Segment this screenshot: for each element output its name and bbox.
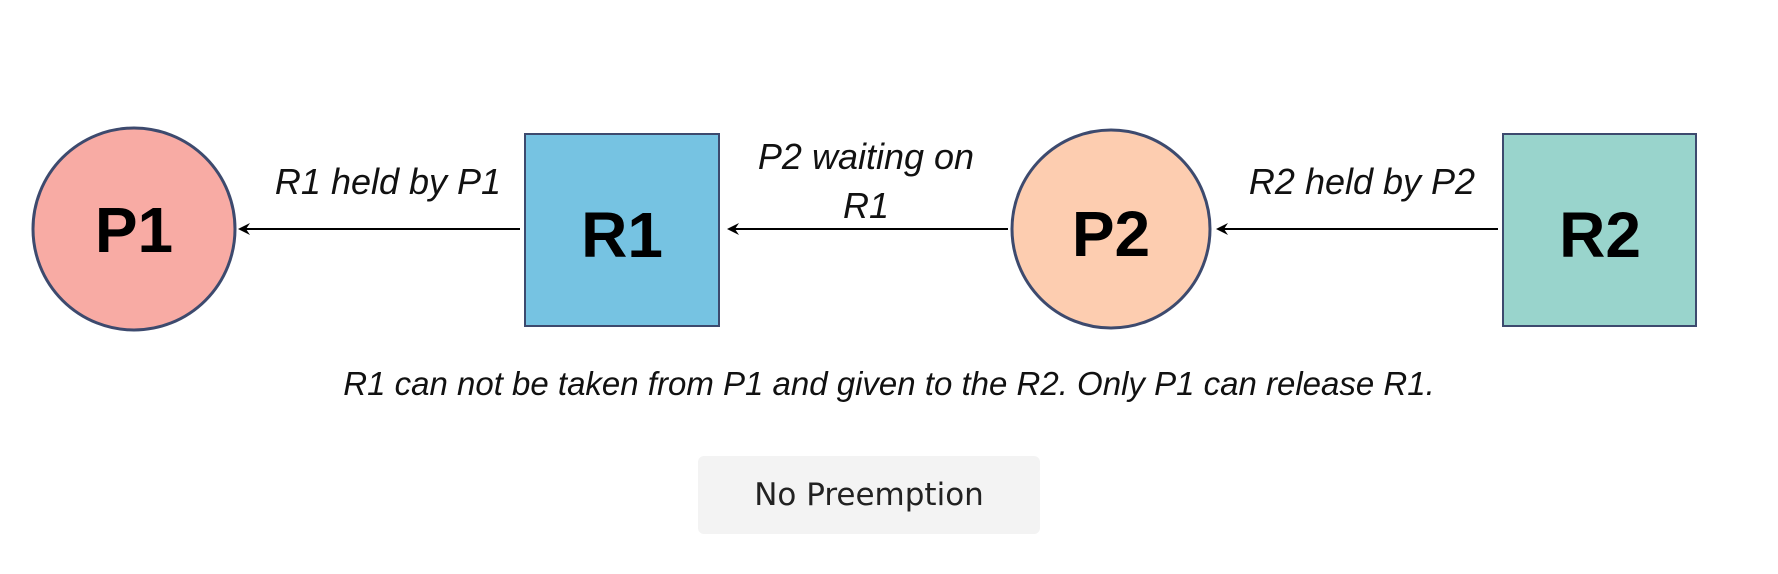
edge-label-p2-waiting-line2: R1 <box>843 185 889 226</box>
node-label-p2: P2 <box>1072 198 1150 270</box>
process-circle-p1 <box>31 126 237 332</box>
process-circle-p2 <box>1010 128 1212 330</box>
edge-label-r2-held-by-p2: R2 held by P2 <box>1249 161 1475 202</box>
node-label-p1: P1 <box>95 194 173 266</box>
node-p2: P2 <box>1010 128 1212 330</box>
resource-square-r1 <box>524 133 720 327</box>
edge-label-p2-waiting-line1: P2 waiting on <box>758 136 974 177</box>
node-p1: P1 <box>31 126 237 332</box>
node-r1: R1 <box>524 133 720 327</box>
edge-label-r1-held-by-p1: R1 held by P1 <box>275 161 501 202</box>
diagram-caption: R1 can not be taken from P1 and given to… <box>343 365 1435 402</box>
resource-square-r2 <box>1502 133 1697 327</box>
no-preemption-button[interactable]: No Preemption <box>698 456 1040 534</box>
node-r2: R2 <box>1502 133 1697 327</box>
no-preemption-button-label: No Preemption <box>754 477 984 513</box>
node-label-r1: R1 <box>581 199 663 271</box>
node-label-r2: R2 <box>1559 199 1641 271</box>
